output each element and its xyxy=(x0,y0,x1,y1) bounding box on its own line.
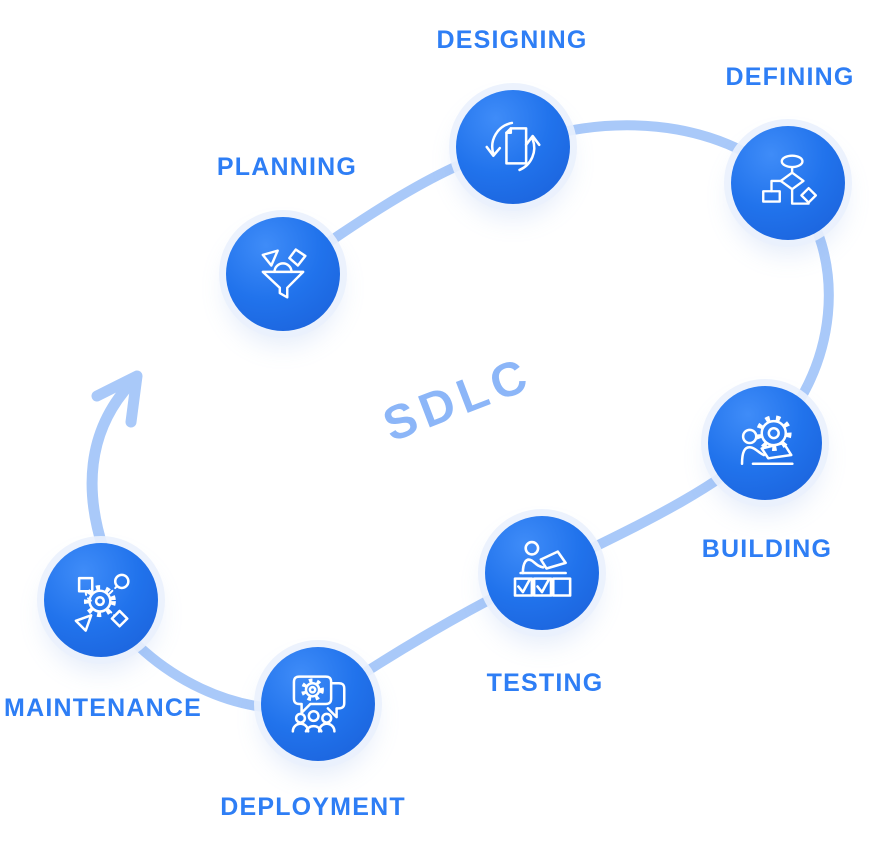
stage-label-maintenance: MAINTENANCE xyxy=(4,694,202,722)
stage-label-defining: DEFINING xyxy=(725,63,855,91)
funnel-icon xyxy=(261,248,307,299)
stage-node-planning xyxy=(226,217,340,331)
test-checklist-icon xyxy=(513,540,572,597)
stage-label-deployment: DEPLOYMENT xyxy=(220,793,406,821)
stage-label-planning: PLANNING xyxy=(216,153,358,181)
stage-node-building xyxy=(708,386,822,500)
gear-shapes-icon xyxy=(74,573,130,632)
stage-node-defining xyxy=(731,126,845,240)
cycle-arrow-head-icon xyxy=(91,370,143,428)
stage-node-designing xyxy=(456,90,570,204)
cycle-arrow-shaft xyxy=(86,375,139,554)
chat-gear-team-icon xyxy=(291,675,346,733)
document-sync-icon xyxy=(485,121,541,172)
stage-label-testing: TESTING xyxy=(486,669,604,697)
stage-node-maintenance xyxy=(44,543,158,657)
stage-label-designing: DESIGNING xyxy=(436,26,588,54)
stage-node-testing xyxy=(485,516,599,630)
stage-node-deployment xyxy=(261,647,375,761)
stage-label-building: BUILDING xyxy=(701,535,833,563)
developer-gear-icon xyxy=(740,415,794,466)
flowchart-icon xyxy=(762,154,818,205)
